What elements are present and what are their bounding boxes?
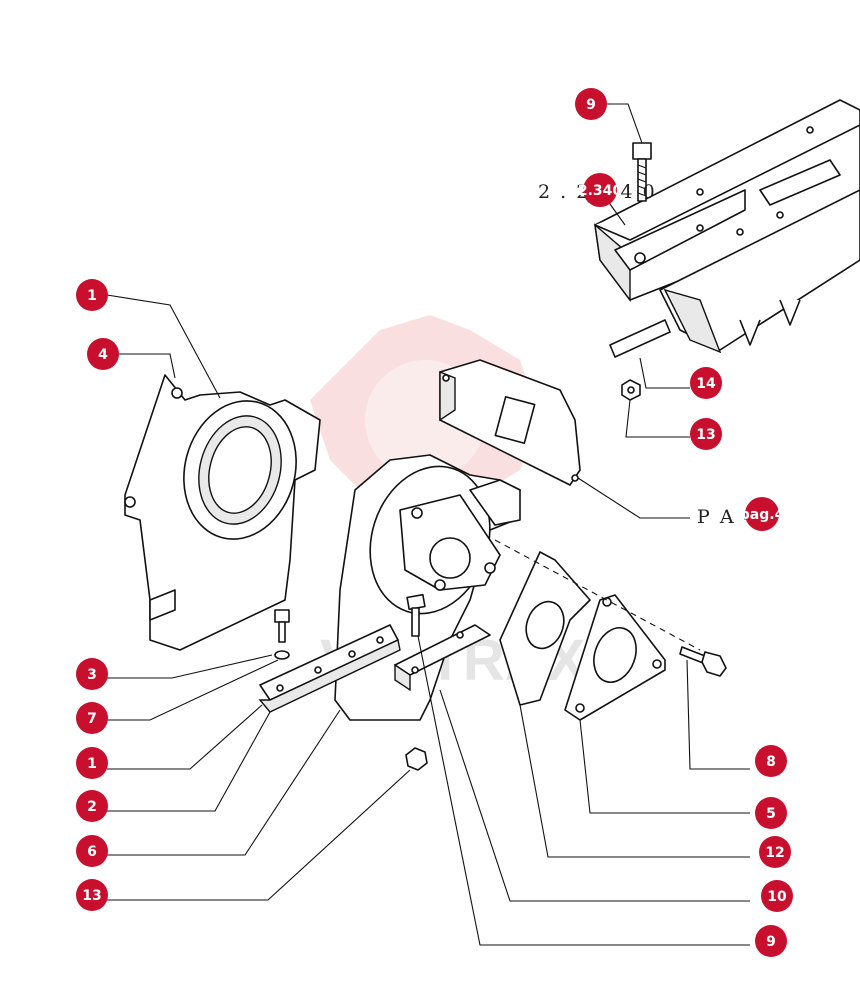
callout-7[interactable]: 7 (76, 702, 108, 734)
spacer-plate-1 (258, 624, 401, 713)
callout-3[interactable]: 3 (76, 658, 108, 690)
svg-text:1: 1 (87, 288, 97, 304)
svg-text:3: 3 (87, 667, 97, 683)
reference-badge-right[interactable]: pag.4 (740, 497, 785, 531)
svg-text:pag.4: pag.4 (740, 507, 785, 523)
callout-10[interactable]: 10 (761, 880, 793, 912)
svg-text:4: 4 (98, 347, 108, 363)
bolt-8 (679, 646, 727, 677)
svg-text:2.340: 2.340 (578, 183, 623, 199)
svg-text:14: 14 (696, 376, 716, 392)
reference-badge-top[interactable]: 2.340 (578, 173, 623, 207)
svg-text:13: 13 (696, 427, 715, 443)
callout-12[interactable]: 12 (759, 836, 791, 868)
callout-14[interactable]: 14 (690, 367, 722, 399)
svg-text:10: 10 (767, 889, 787, 905)
nut-13-right (621, 379, 641, 401)
callout-8[interactable]: 8 (755, 745, 787, 777)
callout-9-top[interactable]: 9 (575, 88, 607, 120)
mounting-bracket-pag4 (439, 359, 581, 486)
leader-lines (106, 103, 750, 946)
callout-4[interactable]: 4 (87, 338, 119, 370)
bearing-housing-left (124, 374, 321, 651)
gasket-12 (499, 551, 591, 706)
bolt-9-top (632, 142, 652, 202)
assembly-axis-line (494, 539, 701, 651)
callout-6[interactable]: 6 (76, 835, 108, 867)
callout-1-top[interactable]: 1 (76, 279, 108, 311)
callout-9-bottom[interactable]: 9 (755, 925, 787, 957)
svg-text:12: 12 (765, 845, 784, 861)
callout-5[interactable]: 5 (755, 797, 787, 829)
callout-13-right[interactable]: 13 (690, 418, 722, 450)
svg-text:13: 13 (82, 888, 101, 904)
svg-text:9: 9 (586, 97, 596, 113)
bolt-9-bottom (406, 593, 426, 637)
callout-13-bottom[interactable]: 13 (76, 879, 108, 911)
bolt-3 (274, 609, 290, 643)
svg-text:1: 1 (87, 756, 97, 772)
frame-rail-assembly (594, 99, 860, 358)
svg-text:8: 8 (766, 754, 776, 770)
callout-2[interactable]: 2 (76, 790, 108, 822)
callout-1-bottom[interactable]: 1 (76, 747, 108, 779)
svg-text:7: 7 (87, 711, 97, 727)
spacer-plate-10 (394, 624, 491, 692)
svg-text:5: 5 (766, 806, 776, 822)
reference-text-right: P A 4 (697, 506, 758, 528)
nut-13-bottom (405, 747, 428, 771)
washer-7 (274, 650, 290, 660)
svg-text:9: 9 (766, 934, 776, 950)
svg-text:6: 6 (87, 844, 97, 860)
svg-text:2: 2 (87, 799, 97, 815)
